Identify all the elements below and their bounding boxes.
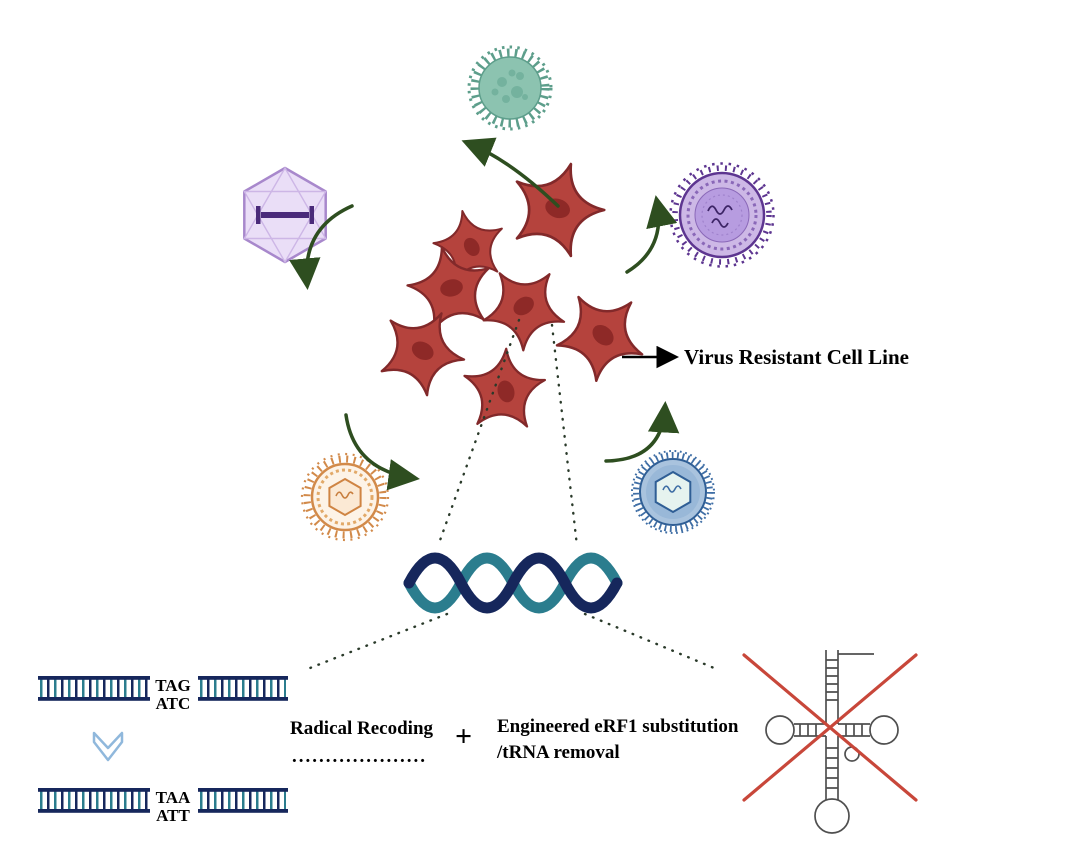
codon-label-atc: ATC [156, 694, 191, 713]
dna-ladder-top: TAG ATC [38, 676, 288, 713]
dashed-connectors [308, 318, 716, 670]
enveloped-purple-virus-icon [669, 162, 775, 268]
gene-cassette-icon [256, 206, 314, 224]
capsid-facets [243, 166, 327, 264]
icosahedral-phage-icon [243, 166, 327, 264]
recoding-dotted-line: .................... [292, 746, 427, 767]
viral-genome-squiggle [662, 485, 682, 493]
crossed-out-trna-icon [742, 650, 918, 834]
codon-label-tag: TAG [155, 676, 191, 695]
arrow-bottom-right [604, 401, 680, 463]
red-cross-icon [742, 653, 918, 802]
coronavirus-icon [467, 45, 553, 131]
dna-helix-icon [403, 552, 623, 614]
viral-genome-squiggle [335, 491, 354, 499]
arrow-bottom-left [344, 413, 420, 491]
arrow-top [461, 137, 560, 208]
plus-sign: + [455, 720, 472, 753]
codon-label-att: ATT [156, 806, 190, 825]
codon-label-taa: TAA [156, 788, 191, 807]
cell-cluster-icon [366, 148, 665, 440]
radical-recoding-label: Radical Recoding [290, 718, 434, 739]
down-chevron-icon [92, 731, 124, 762]
resistance-arrows [289, 137, 680, 491]
virus-resistant-label: Virus Resistant Cell Line [684, 345, 909, 369]
blue-spiked-virus-icon [631, 450, 715, 534]
cell [543, 272, 665, 393]
arrow-left [289, 204, 354, 290]
arrow-right [625, 195, 678, 274]
erf1-substitution-label: Engineered eRF1 substitution [497, 716, 739, 737]
orange-spiked-virus-icon [300, 452, 390, 542]
dna-ladder-bottom: TAA ATT [38, 788, 288, 825]
dna-ladder-edit-icon: TAG ATC TAA ATT [38, 676, 288, 825]
cell [459, 340, 557, 440]
trna-cloverleaf [765, 650, 899, 834]
virus-texture [491, 69, 528, 103]
trna-removal-label: /tRNA removal [496, 742, 620, 763]
viral-genome-squiggle [707, 205, 733, 228]
